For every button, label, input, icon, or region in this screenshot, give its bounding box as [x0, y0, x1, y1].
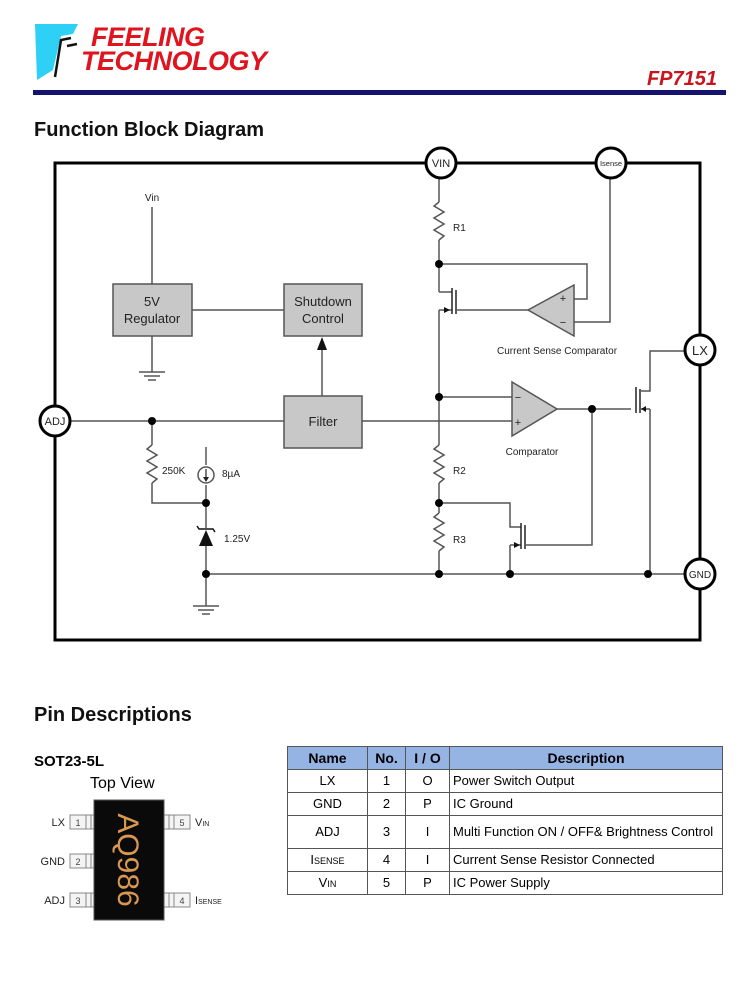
cell-no: 5: [367, 871, 406, 895]
regulator-block: [112, 283, 193, 337]
pin-description-table: Name No. I / O Description LX 1 O Power …: [287, 746, 723, 895]
company-logo: FEELING TECHNOLOGY: [33, 22, 273, 82]
cell-desc: IC Ground: [449, 792, 723, 816]
cell-name: VIN: [287, 871, 368, 895]
cell-name: LX: [287, 769, 368, 793]
r2-label: R2: [453, 466, 466, 477]
cell-desc: Current Sense Resistor Connected: [449, 848, 723, 872]
regulator-label-1: 5V: [144, 294, 160, 309]
header-io: I / O: [405, 746, 450, 770]
cell-io: I: [405, 848, 450, 872]
pin-lx-label: LX: [692, 343, 708, 358]
comparator-label: Comparator: [506, 447, 559, 458]
logo-mark-icon: [35, 24, 78, 80]
r1-label: R1: [453, 223, 466, 234]
pin-label-vin: VIN: [195, 817, 209, 829]
cell-io: I: [405, 815, 450, 849]
cell-name: GND: [287, 792, 368, 816]
csc-plus: +: [560, 293, 566, 305]
package-marking: AQ986: [111, 813, 144, 906]
pin-adj-label: ADJ: [45, 416, 66, 428]
ground-icon: [139, 371, 165, 381]
pin-label-adj: ADJ: [44, 895, 65, 907]
pin-label-gnd: GND: [41, 856, 66, 868]
pin-descriptions-title: Pin Descriptions: [34, 704, 192, 726]
pin-adj: [38, 404, 72, 438]
shutdown-block: [283, 283, 363, 337]
table-row: VIN 5 P IC Power Supply: [287, 871, 723, 895]
regulator-label-2: Regulator: [124, 311, 181, 326]
company-name-line1: FEELING: [91, 22, 205, 52]
pin-number-1: 1: [75, 818, 80, 828]
pin-isense-label: Isense: [600, 159, 622, 168]
cell-desc: IC Power Supply: [449, 871, 723, 895]
cell-no: 2: [367, 792, 406, 816]
r-adj-label: 250K: [162, 466, 186, 477]
cell-io: P: [405, 792, 450, 816]
junction-dots: [148, 260, 652, 578]
table-row: ADJ 3 I Multi Function ON / OFF& Brightn…: [287, 815, 723, 849]
shutdown-label-1: Shutdown: [294, 294, 352, 309]
vin-net-label: Vin: [145, 193, 159, 204]
zener-label: 1.25V: [224, 534, 250, 545]
current-source-label: 8µA: [222, 469, 240, 480]
filter-block: [283, 395, 363, 449]
header-description: Description: [449, 746, 723, 770]
pin-gnd: [683, 557, 717, 591]
comp-minus: −: [515, 392, 521, 404]
pin-number-4: 4: [179, 896, 184, 906]
pin-gnd-label: GND: [689, 570, 711, 581]
pin-isense: [594, 146, 628, 180]
table-header-row: Name No. I / O Description: [287, 746, 723, 770]
cell-no: 3: [367, 815, 406, 849]
cell-name: ISENSE: [287, 848, 368, 872]
pin-number-2: 2: [75, 857, 80, 867]
current-source-icon: [197, 466, 215, 484]
pin-vin-label: VIN: [432, 158, 450, 170]
table-row: ISENSE 4 I Current Sense Resistor Connec…: [287, 848, 723, 872]
package-diagram: AQ986 1 2 3 4 5 LX GND ADJ VIN ISENSE: [41, 799, 222, 921]
pin-vin: [424, 146, 458, 180]
cell-desc: Power Switch Output: [449, 769, 723, 793]
cell-io: O: [405, 769, 450, 793]
header-name: Name: [287, 746, 368, 770]
ic-body: [93, 799, 165, 921]
header-divider: [33, 90, 726, 95]
arrow-up-icon: [317, 337, 327, 350]
ic-boundary: [53, 161, 702, 642]
shutdown-label-2: Control: [302, 311, 344, 326]
part-number: FP7151: [646, 68, 717, 90]
csc-label: Current Sense Comparator: [497, 346, 618, 357]
csc-minus: −: [560, 317, 566, 329]
pin-lx: [683, 333, 717, 367]
cell-no: 1: [367, 769, 406, 793]
pin-label-isense: ISENSE: [195, 895, 222, 907]
current-sense-comparator: [526, 283, 575, 338]
cell-name: ADJ: [287, 815, 368, 849]
comp-plus: +: [515, 417, 521, 429]
header-no: No.: [367, 746, 406, 770]
pin-number-3: 3: [75, 896, 80, 906]
table-row: LX 1 O Power Switch Output: [287, 769, 723, 793]
zener-diode-icon: [196, 525, 216, 546]
company-name-line2: TECHNOLOGY: [81, 46, 267, 76]
cell-io: P: [405, 871, 450, 895]
package-name: SOT23-5L: [34, 753, 105, 770]
comparator: [511, 380, 559, 438]
filter-label: Filter: [309, 414, 339, 429]
ground-icon: [193, 605, 219, 615]
top-view-label: Top View: [90, 775, 155, 792]
cell-no: 4: [367, 848, 406, 872]
block-diagram-title: Function Block Diagram: [34, 119, 265, 141]
pin-label-lx: LX: [52, 817, 66, 829]
table-row: GND 2 P IC Ground: [287, 792, 723, 816]
r3-label: R3: [453, 535, 466, 546]
function-block-diagram: VIN Isense LX ADJ GND Vin 5V Regulator S…: [38, 146, 717, 642]
pin-number-5: 5: [179, 818, 184, 828]
cell-desc: Multi Function ON / OFF& Brightness Cont…: [449, 815, 723, 849]
